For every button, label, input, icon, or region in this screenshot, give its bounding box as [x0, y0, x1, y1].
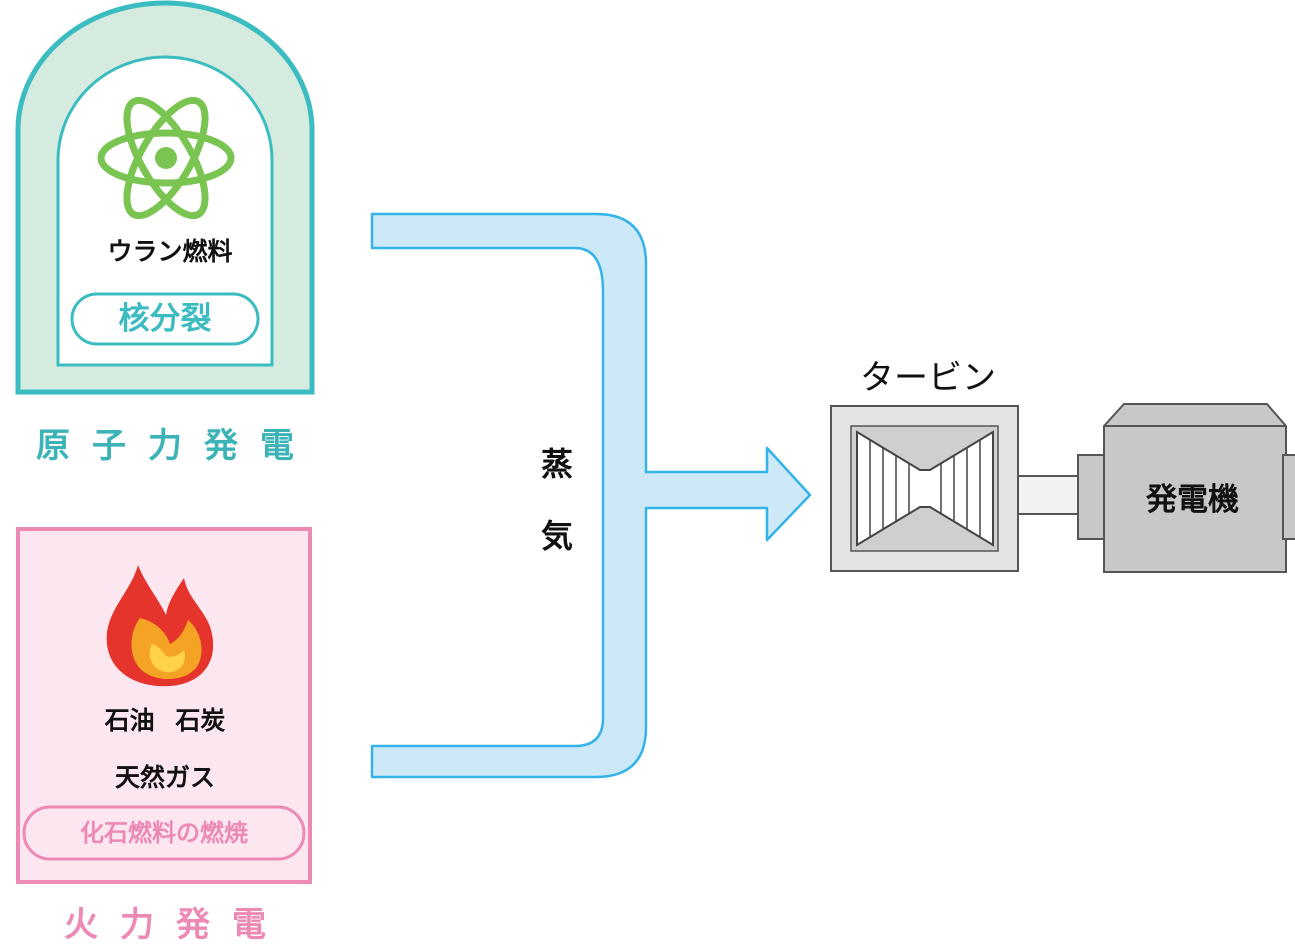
thermal-fuel-label-1: 石油 石炭: [104, 706, 226, 735]
nuclear-process-badge: [70, 292, 260, 346]
thermal-process-label: 化石燃料の燃焼: [80, 819, 248, 847]
nuclear-process-label: 核分裂: [118, 301, 212, 337]
thermal-process-badge: [22, 805, 306, 861]
thermal-fuel-label-2: 天然ガス: [114, 763, 215, 792]
flame-icon: [106, 565, 214, 687]
thermal-power-title: 火力発電: [64, 905, 288, 945]
steam-pipe-arrow: [370, 212, 812, 779]
turbine-icon: [830, 405, 1019, 572]
atom-icon: [97, 96, 235, 220]
generator-label: 発電機: [1146, 482, 1239, 518]
generator-icon: [1077, 403, 1295, 573]
nuclear-power-title: 原子力発電: [36, 426, 316, 466]
shaft: [1017, 475, 1079, 515]
turbine-label: タービン: [860, 358, 996, 398]
nuclear-fuel-label: ウラン燃料: [107, 237, 233, 266]
steam-label: 蒸 気: [540, 445, 573, 555]
